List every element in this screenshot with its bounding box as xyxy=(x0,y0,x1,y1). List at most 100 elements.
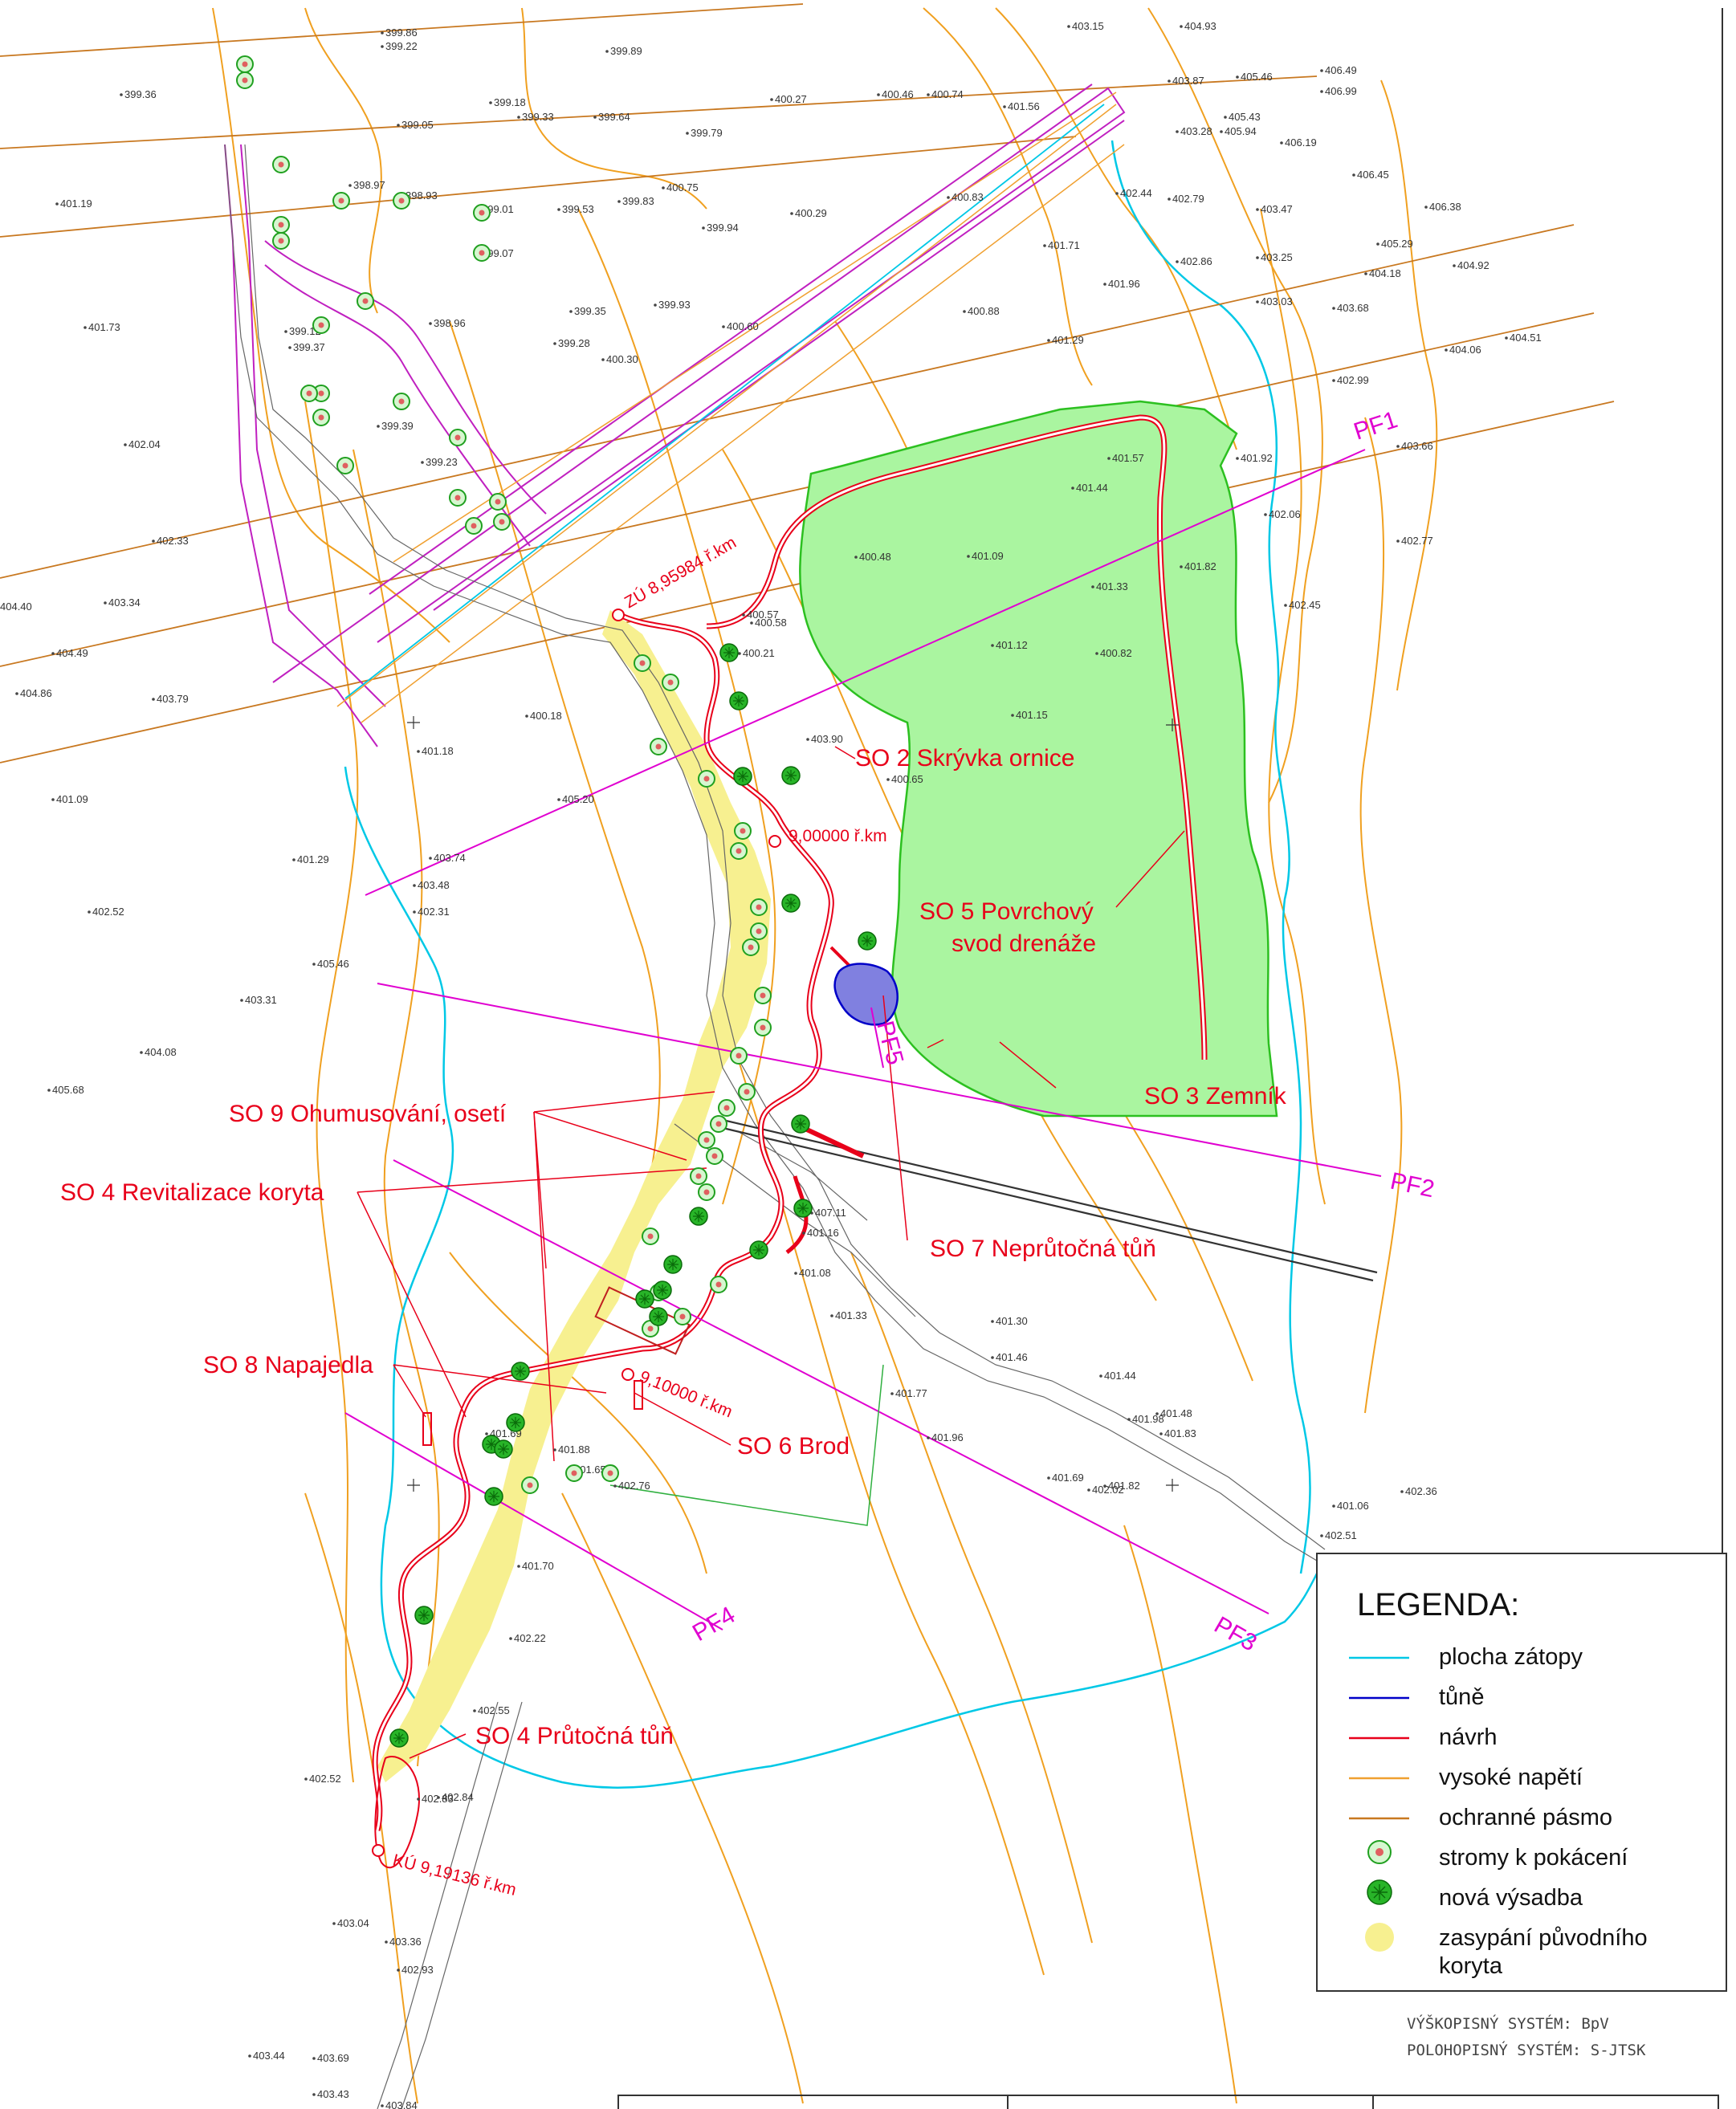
spot-height-dot xyxy=(830,1314,833,1317)
spot-height-label: 401.33 xyxy=(1096,580,1128,592)
spot-height-dot xyxy=(557,798,560,801)
spot-height-dot xyxy=(429,857,432,860)
new-tree-icon xyxy=(729,691,748,710)
tree-to-cut-icon xyxy=(710,1115,727,1133)
spot-height-dot xyxy=(553,342,556,345)
tree-to-cut-icon xyxy=(272,156,290,173)
grid-cross xyxy=(407,1479,420,1492)
tree-to-cut-icon xyxy=(236,55,254,73)
new-tree-icon xyxy=(511,1362,530,1381)
spot-height-label: 401.12 xyxy=(996,639,1028,651)
tree-to-cut-icon xyxy=(332,192,350,210)
spot-height-dot xyxy=(1280,141,1283,145)
legend-label: návrh xyxy=(1439,1724,1498,1750)
spot-height-label: 399.39 xyxy=(381,420,414,432)
spot-height-dot xyxy=(1087,1488,1090,1492)
power-line xyxy=(0,224,1575,579)
new-tree-icon xyxy=(653,1280,672,1300)
spot-height-label: 402.86 xyxy=(1180,255,1212,267)
label-so6: SO 6 Brod xyxy=(737,1433,850,1460)
spot-height-dot xyxy=(1332,379,1335,382)
spot-height-label: 398.97 xyxy=(353,179,385,191)
tree-to-cut-icon xyxy=(734,822,752,840)
spot-height-dot xyxy=(1180,25,1183,28)
legend-label: stromy k pokácení xyxy=(1439,1845,1628,1871)
tree-to-cut-icon xyxy=(634,654,651,672)
spot-height-dot xyxy=(963,310,966,313)
legend-label: plocha zátopy xyxy=(1439,1644,1583,1670)
legend-label: zasypání původního xyxy=(1439,1925,1648,1951)
tree-to-cut-icon xyxy=(718,1099,736,1117)
spot-height-label: 401.48 xyxy=(1160,1407,1192,1419)
contour-line xyxy=(1260,208,1326,1205)
spot-height-dot xyxy=(1376,242,1379,246)
chainage-marker xyxy=(372,1844,385,1857)
spot-height-dot xyxy=(1176,130,1179,133)
spot-height-label: 401.09 xyxy=(972,550,1004,562)
spot-height-label: 400.82 xyxy=(1100,647,1132,659)
tree-to-cut-icon xyxy=(674,1308,691,1325)
new-tree-icon xyxy=(635,1289,654,1309)
leader-line xyxy=(1115,830,1185,908)
spot-height-dot xyxy=(240,999,243,1002)
leader-line xyxy=(882,995,908,1241)
spot-height-dot xyxy=(1320,69,1323,72)
label-so7: SO 7 Neprůtočná tůň xyxy=(930,1236,1156,1262)
spot-height-dot xyxy=(1256,256,1259,259)
spot-height-dot xyxy=(292,858,295,861)
contour-line xyxy=(449,1252,707,1574)
spot-height-label: 401.83 xyxy=(1164,1427,1196,1439)
label-so9: SO 9 Ohumusování, osetí xyxy=(229,1101,507,1127)
spot-height-dot xyxy=(47,1089,51,1092)
spot-height-dot xyxy=(124,443,127,446)
spot-height-label: 401.82 xyxy=(1184,560,1216,572)
new-tree-icon xyxy=(506,1413,525,1432)
spot-height-dot xyxy=(312,963,316,966)
spot-height-label: 405.43 xyxy=(1229,111,1261,123)
spot-height-label: 400.83 xyxy=(952,191,984,203)
spot-height-dot xyxy=(525,715,528,718)
spot-height-label: 402.22 xyxy=(514,1632,546,1644)
spot-height-label: 398.93 xyxy=(405,189,438,202)
spot-height-dot xyxy=(770,98,773,101)
spot-height-label: 400.65 xyxy=(891,773,923,785)
profile-line-pf1 xyxy=(365,449,1366,896)
spot-height-label: 403.43 xyxy=(317,2088,349,2100)
spot-height-dot xyxy=(88,910,91,914)
spot-height-label: 401.69 xyxy=(1052,1472,1084,1484)
spot-height-label: 400.60 xyxy=(727,320,759,332)
spot-height-dot xyxy=(927,1436,930,1439)
spot-height-dot xyxy=(1445,348,1448,352)
legend-label: ochranné pásmo xyxy=(1439,1805,1612,1830)
spot-height-label: 399.79 xyxy=(691,127,723,139)
spot-height-dot xyxy=(1067,25,1070,28)
tree-to-cut-icon xyxy=(465,517,483,535)
spot-height-dot xyxy=(51,798,55,801)
contour-line xyxy=(1123,1525,1237,2104)
horizontal-system: POLOHOPISNÝ SYSTÉM: S-JTSK xyxy=(1407,2041,1646,2059)
corridor-line xyxy=(240,144,386,707)
tree-to-cut-icon xyxy=(730,1047,748,1065)
spot-height-dot xyxy=(413,884,416,887)
new-tree-icon xyxy=(689,1207,708,1226)
spot-height-dot xyxy=(381,45,384,48)
tree-to-cut-icon xyxy=(706,1147,723,1165)
drainage-channel-so5-inner xyxy=(706,416,1206,1061)
spot-height-label: 401.71 xyxy=(1048,239,1080,251)
spot-height-dot xyxy=(662,186,665,189)
contour-line xyxy=(1147,7,1323,804)
tree-to-cut-icon xyxy=(272,232,290,250)
tree-to-cut-icon xyxy=(754,987,772,1004)
spot-height-label: 401.88 xyxy=(558,1443,590,1456)
spot-height-label: 402.84 xyxy=(442,1791,474,1803)
spot-height-dot xyxy=(1332,307,1335,310)
spot-height-label: 400.74 xyxy=(931,88,964,100)
legend-title: LEGENDA: xyxy=(1357,1587,1519,1622)
spot-height-dot xyxy=(991,1320,994,1323)
contour-line xyxy=(923,7,1093,386)
chainage-marker xyxy=(621,1368,634,1381)
spot-height-dot xyxy=(1453,264,1456,267)
protection-corridors xyxy=(224,83,1126,747)
new-tree-icon xyxy=(389,1728,409,1748)
